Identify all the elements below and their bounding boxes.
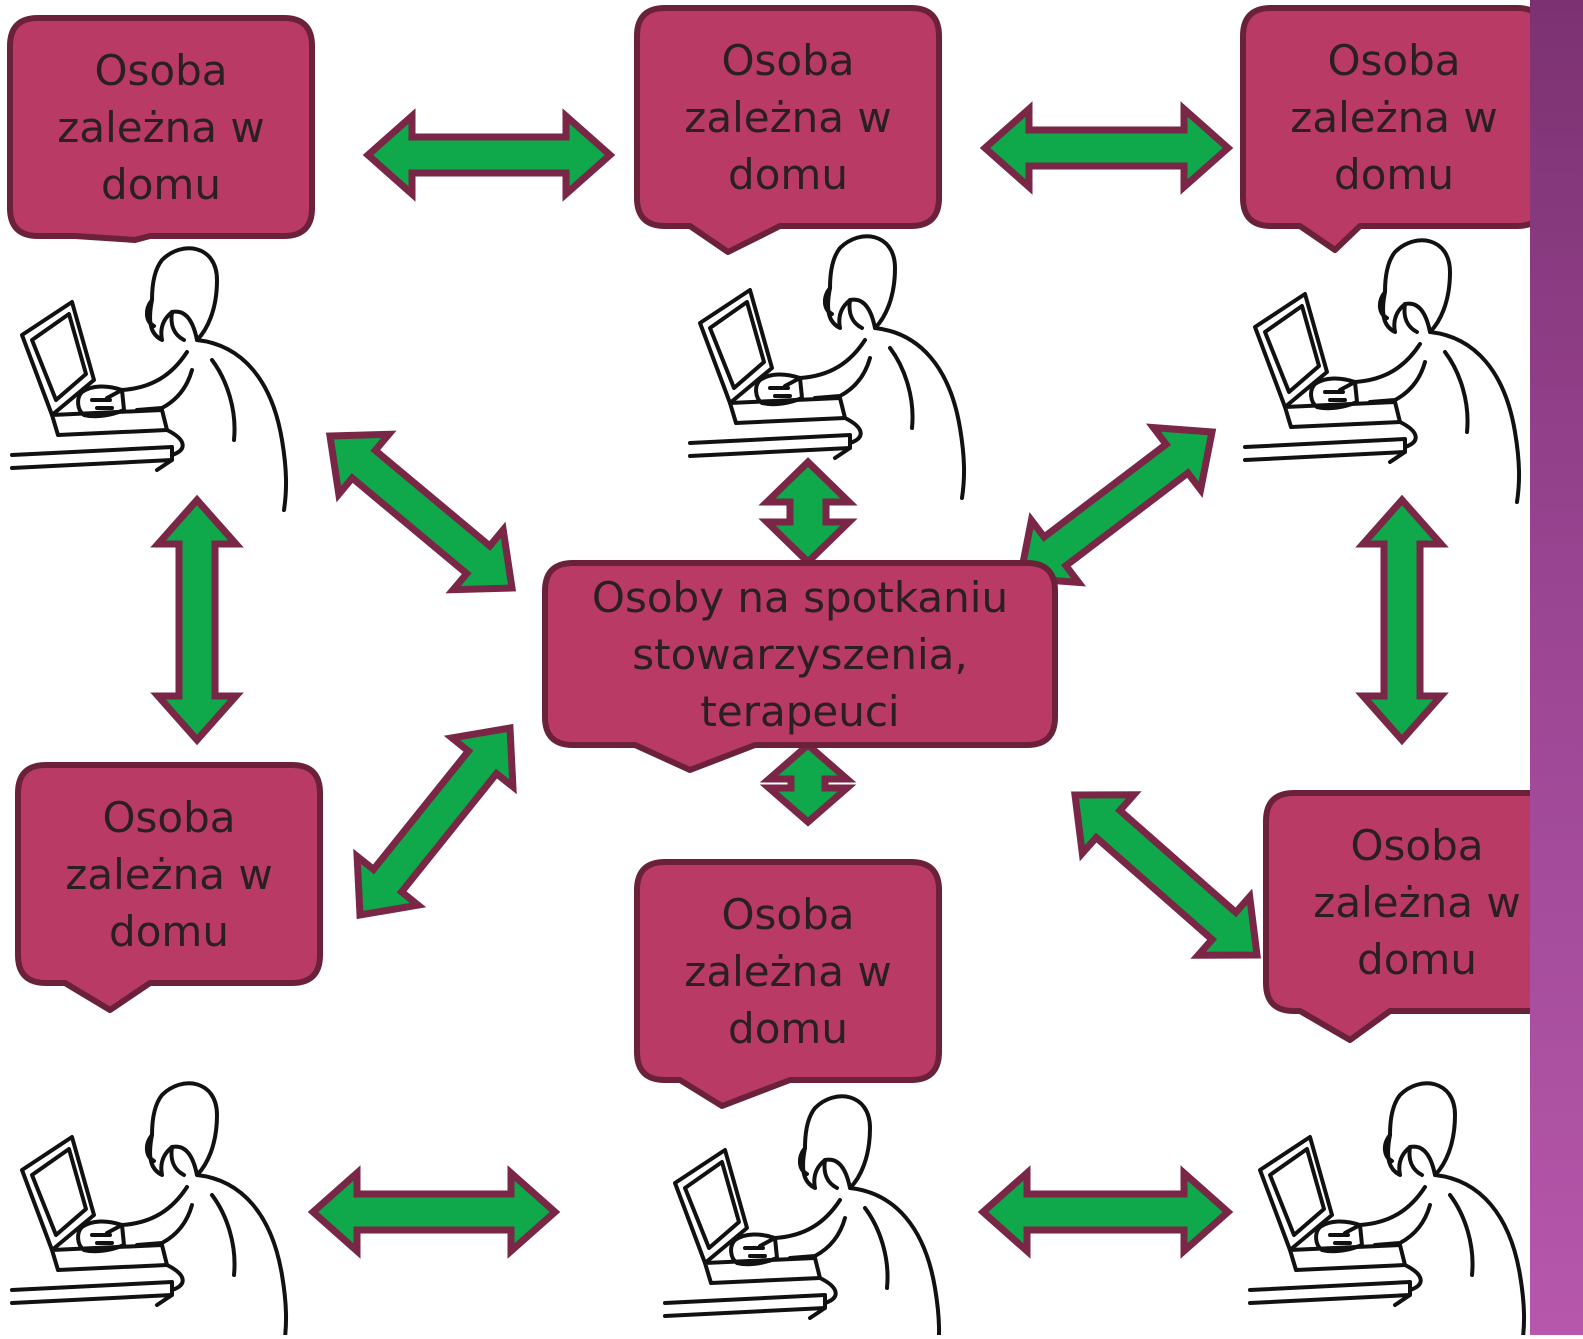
speech-bubble-bottom-left [15, 762, 323, 1013]
double-arrow-icon-bottom-left-to-bottom-center [307, 1165, 561, 1259]
double-arrow-icon-top-right-to-bottom-right [1355, 494, 1449, 746]
double-arrow-icon-bottom-left-to-center [353, 723, 517, 920]
double-arrow-icon-top-right-to-center [1015, 423, 1217, 587]
person-at-laptop-icon-bottom-right [1248, 1081, 1527, 1339]
double-arrow-icon-top-left-to-center [325, 430, 517, 594]
bubbles-layer [7, 5, 1571, 1109]
speech-bubble-bottom-right [1263, 790, 1571, 1043]
person-at-laptop-icon-top-right [1243, 238, 1522, 504]
speech-bubble-top-center [634, 5, 942, 255]
double-arrow-icon-top-left-to-bottom-left [150, 494, 244, 746]
decorative-sidebar [1530, 0, 1583, 1335]
speech-bubble-bottom-center [634, 859, 942, 1109]
person-at-laptop-icon-bottom-center [663, 1094, 942, 1339]
person-at-laptop-icon-bottom-left [10, 1081, 289, 1339]
person-at-laptop-icon-top-center [688, 234, 967, 500]
speech-bubble-center [542, 560, 1058, 773]
person-at-laptop-icon-top-left [10, 246, 289, 512]
double-arrow-icon-top-left-to-top-center [362, 108, 616, 202]
double-arrow-icon-top-center-to-top-right [979, 101, 1234, 195]
speech-bubble-top-right [1240, 5, 1548, 253]
double-arrow-icon-top-center-to-center [758, 457, 858, 567]
double-arrow-icon-center-to-bottom-center [759, 740, 857, 827]
double-arrow-icon-bottom-center-to-bottom-right [977, 1165, 1234, 1259]
speech-bubble-top-left [7, 15, 315, 243]
people-layer [10, 234, 1527, 1339]
arrows-layer [150, 101, 1449, 1259]
double-arrow-icon-bottom-right-to-center [1071, 791, 1261, 959]
